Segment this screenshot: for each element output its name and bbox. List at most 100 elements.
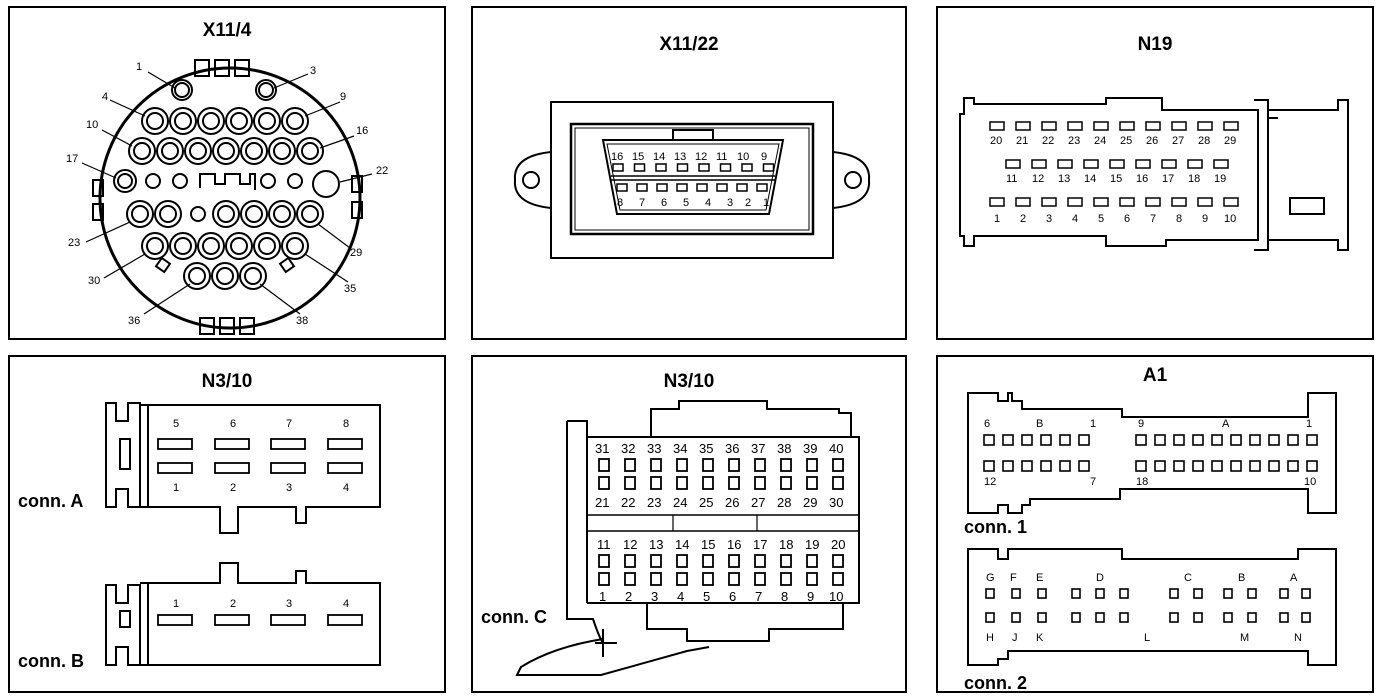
pin-label: 15	[701, 537, 715, 552]
pin-socket	[1037, 612, 1047, 623]
pin-socket	[985, 588, 995, 599]
pin-socket	[676, 572, 688, 586]
pin-socket	[616, 183, 628, 192]
pin-label: 22	[376, 165, 388, 177]
pin-label: 7	[1090, 476, 1096, 488]
pin-label: 11	[716, 151, 727, 163]
pin-socket	[1095, 612, 1105, 623]
pin-label: 1	[1090, 418, 1096, 430]
pin-socket	[1247, 612, 1257, 623]
pin-label: 1	[136, 61, 142, 73]
pin-socket	[1279, 588, 1289, 599]
pin-label: D	[1096, 572, 1104, 584]
pin-socket	[1145, 121, 1161, 131]
panel-title: X11/22	[659, 34, 719, 55]
pin-label: 3	[1046, 213, 1052, 225]
pin-socket	[983, 434, 995, 446]
pin-socket	[624, 554, 636, 568]
pin-socket	[270, 462, 306, 474]
pin-label: 4	[1072, 213, 1078, 225]
pin-socket	[1173, 434, 1185, 446]
pin-socket	[1223, 197, 1239, 207]
pin-label: 24	[1094, 135, 1106, 147]
pin-socket	[832, 458, 844, 472]
pin-socket	[832, 554, 844, 568]
pin-socket	[1249, 434, 1261, 446]
pin-socket	[1095, 588, 1105, 599]
pin-label: 13	[649, 537, 663, 552]
pin-socket	[1154, 460, 1166, 472]
pin-label: 10	[737, 151, 749, 163]
pin-socket	[1154, 434, 1166, 446]
pin-label: 12	[1032, 173, 1044, 185]
pin-label: 19	[1214, 173, 1226, 185]
pin-label: 10	[829, 589, 843, 604]
pin-label: 5	[1098, 213, 1104, 225]
pin-socket	[1135, 460, 1147, 472]
pin-socket	[716, 183, 728, 192]
pin-label: 3	[286, 598, 292, 610]
pin-socket	[624, 572, 636, 586]
pin-label: 2	[230, 598, 236, 610]
pin-socket	[806, 572, 818, 586]
n3-10-ab-connector-diagram: 5 6 7 8 1 2 3 4 1 2 3 4	[105, 402, 381, 666]
pin-socket	[1211, 434, 1223, 446]
pin-socket	[270, 438, 306, 450]
pin-label: 25	[699, 495, 713, 510]
conn-c-label: conn. C	[481, 607, 547, 627]
pin-label: 27	[1172, 135, 1184, 147]
pin-socket	[1015, 197, 1031, 207]
panel-title: N3/10	[663, 371, 715, 392]
pin-socket	[1011, 612, 1021, 623]
pin-label: 15	[1110, 173, 1122, 185]
pin-label: 29	[803, 495, 817, 510]
pin-socket	[806, 554, 818, 568]
pin-label: 6	[729, 589, 736, 604]
pin-label: 10	[1224, 213, 1236, 225]
pin-socket	[702, 554, 714, 568]
n19-connector-diagram: 20 21 22 23 24 25 26 27 28 29 11 12 13 1…	[959, 97, 1349, 251]
pin-label: 23	[1068, 135, 1080, 147]
pin-socket	[1301, 612, 1311, 623]
pin-label: 8	[1176, 213, 1182, 225]
pin-socket	[1119, 612, 1129, 623]
pin-label: 1	[173, 482, 179, 494]
pin-socket	[633, 163, 646, 172]
pin-socket	[636, 183, 648, 192]
pin-socket	[1037, 588, 1047, 599]
pin-label: 6	[984, 418, 990, 430]
pin-socket	[676, 476, 688, 490]
pin-label: 36	[128, 315, 140, 327]
pin-label: 27	[751, 495, 765, 510]
pin-socket	[624, 476, 636, 490]
pin-label: 23	[647, 495, 661, 510]
pin-label: 8	[781, 589, 788, 604]
pin-socket	[832, 476, 844, 490]
pin-label: 25	[1120, 135, 1132, 147]
pin-socket	[702, 458, 714, 472]
pin-label: 1	[994, 213, 1000, 225]
panel-title: N19	[1137, 34, 1173, 55]
conn-1-label: conn. 1	[964, 517, 1028, 537]
pin-label: 28	[1198, 135, 1210, 147]
pin-socket	[1135, 159, 1151, 169]
pin-label: 39	[803, 441, 817, 456]
conn-b-label: conn. B	[18, 651, 84, 671]
pin-label: 20	[831, 537, 845, 552]
pin-socket	[1193, 612, 1203, 623]
pin-socket	[1078, 434, 1090, 446]
pin-label: H	[986, 632, 994, 644]
pin-socket	[756, 183, 768, 192]
pin-label: 20	[990, 135, 1002, 147]
pin-label: 22	[621, 495, 635, 510]
pin-label: 7	[1150, 213, 1156, 225]
pin-socket	[1109, 159, 1125, 169]
pin-socket	[1021, 434, 1033, 446]
pin-label: 38	[296, 315, 308, 327]
pin-socket	[1145, 197, 1161, 207]
pin-label: 29	[1224, 135, 1236, 147]
pin-label: B	[1238, 572, 1245, 584]
pin-label: 12	[695, 151, 707, 163]
pin-label: 10	[86, 119, 98, 131]
pin-socket	[1192, 460, 1204, 472]
